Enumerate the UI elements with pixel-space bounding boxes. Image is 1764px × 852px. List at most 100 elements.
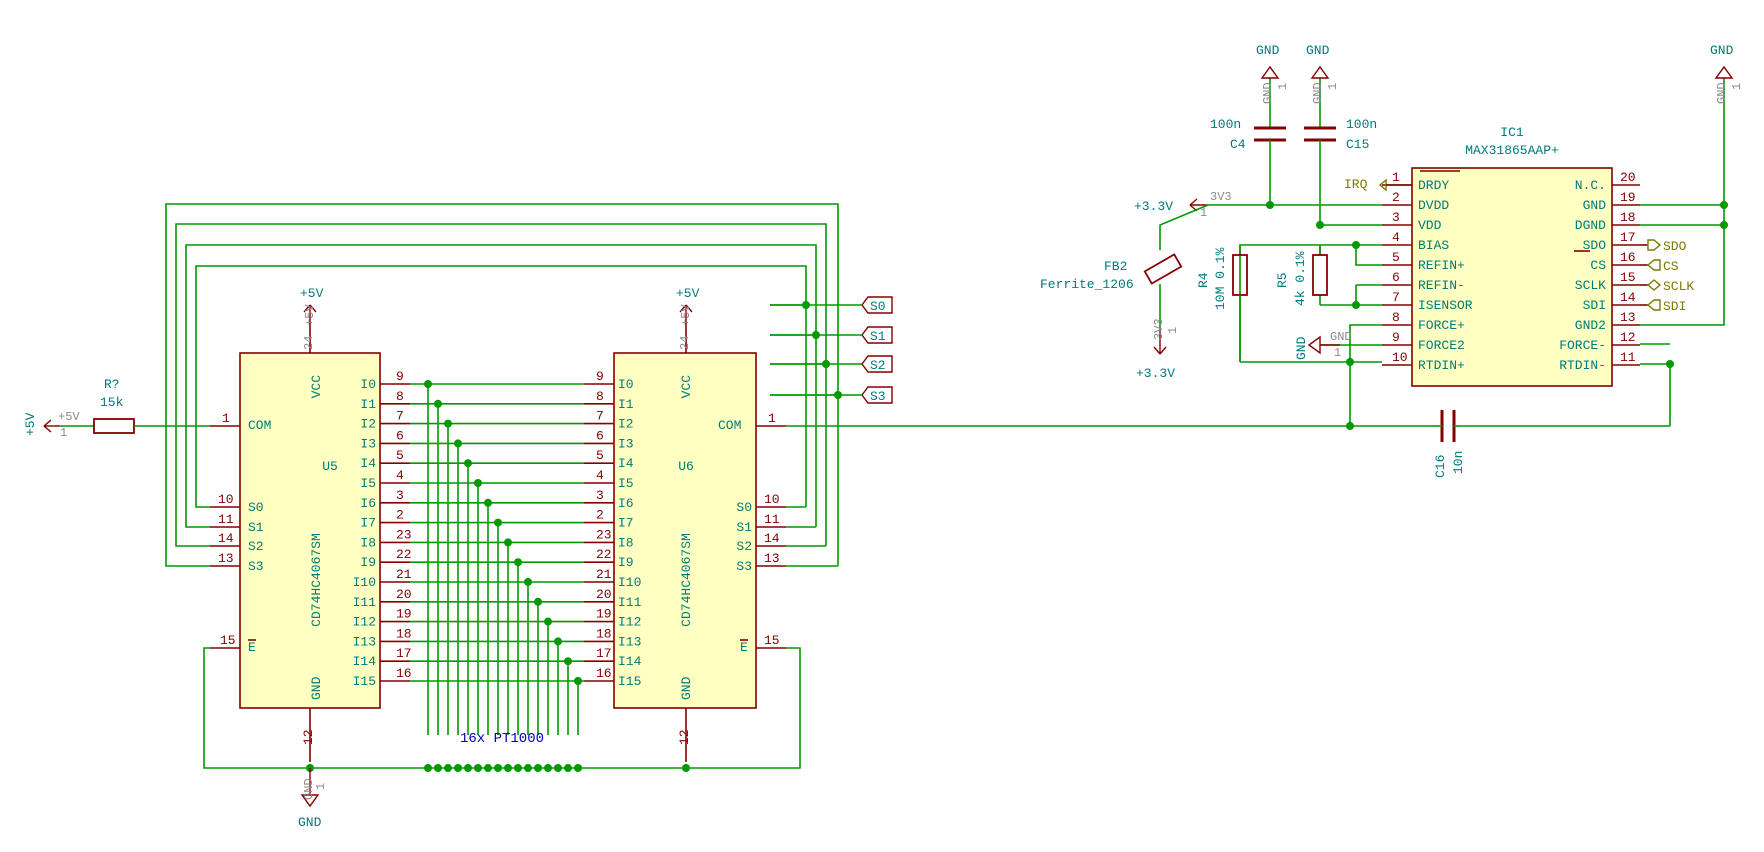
ic1-right-pin-name: GND2 xyxy=(1575,318,1606,333)
hier-label-flag xyxy=(861,355,893,373)
u6-i-label: I6 xyxy=(618,496,634,511)
resistor-r4[interactable]: R4 10M 0.1% xyxy=(1196,245,1248,362)
left-5v-pin-name: +5V xyxy=(58,410,80,424)
ic1-left-pin-name: REFIN- xyxy=(1418,278,1465,293)
ic1-left-pin-num: 7 xyxy=(1392,290,1400,305)
ic1-right-pin-num: 20 xyxy=(1620,170,1636,185)
u6-i-label: I15 xyxy=(618,674,641,689)
u6-gnd-label: GND xyxy=(679,676,694,700)
u6-i-pin: 20 xyxy=(596,587,612,602)
ic1-left-pin-name: FORCE+ xyxy=(1418,318,1465,333)
u5-enable-pin: 15 xyxy=(220,633,236,648)
u5-i-label: I11 xyxy=(353,595,377,610)
u6-s-pin: 13 xyxy=(764,551,780,566)
hier-label-flag xyxy=(861,296,893,314)
u6-s-pin: 10 xyxy=(764,492,780,507)
u5-i-pin: 19 xyxy=(396,607,412,622)
chip-u5[interactable]: VCC U5 CD74HC4067SM GND COM E S010S111S2… xyxy=(210,322,412,762)
gnd-top2-label: GND xyxy=(1306,43,1330,58)
gnd-top2-pin-name: GND xyxy=(1311,82,1325,104)
u6-s-pin: 11 xyxy=(764,512,780,527)
sensor-junction xyxy=(454,439,462,448)
u5-value: CD74HC4067SM xyxy=(309,533,324,627)
ic1-right-pin-name: DGND xyxy=(1575,218,1606,233)
ic1-left-pin-num: 9 xyxy=(1392,330,1400,345)
u5-s-label: S1 xyxy=(248,520,264,535)
ic1-right-pin-name: SDO xyxy=(1583,238,1607,253)
c4-ref: C4 xyxy=(1230,137,1246,152)
ic1-right-pin-name: N.C. xyxy=(1575,178,1606,193)
supply-3v3-bottom-pin-num: 1 xyxy=(1166,327,1180,334)
sensor-junction xyxy=(464,459,472,468)
u6-i-pin: 4 xyxy=(596,468,604,483)
u6-i-pin: 16 xyxy=(596,666,612,681)
sensor-junction xyxy=(524,578,532,586)
resistor-r5[interactable]: R5 4k 0.1% xyxy=(1275,245,1328,306)
signal-cs-label: CS xyxy=(1663,259,1679,274)
u5-gnd-label: GND xyxy=(309,676,324,700)
supply-3v3-pin-num: 1 xyxy=(1200,206,1207,220)
u5-s-label: S3 xyxy=(248,559,264,574)
u5-enable-label: E xyxy=(248,640,256,655)
ic1-left-pin-name: DRDY xyxy=(1418,178,1449,193)
u5-i-pin: 9 xyxy=(396,369,404,384)
ic1-right-pin-name: FORCE- xyxy=(1559,338,1606,353)
supply-3v3-label: +3.3V xyxy=(1134,199,1173,214)
r4-value: 10M 0.1% xyxy=(1213,247,1228,310)
hier-label-text: S2 xyxy=(870,358,886,373)
ic1-left-pin-name: FORCE2 xyxy=(1418,338,1465,353)
ic1-right-pin-num: 15 xyxy=(1620,270,1636,285)
sensor-junction xyxy=(514,558,522,567)
bottom-gnd-pin-num: 1 xyxy=(314,783,328,790)
u6-i-pin: 18 xyxy=(596,626,612,641)
capacitor-c4[interactable]: 100n C4 xyxy=(1210,78,1286,209)
u5-i-pin: 16 xyxy=(396,666,412,681)
u6-i-label: I13 xyxy=(618,634,641,649)
sensor-junction xyxy=(574,677,582,685)
u6-i-pin: 22 xyxy=(596,547,612,562)
ferrite-fb2[interactable]: FB2 Ferrite_1206 xyxy=(1040,204,1209,330)
gnd-top1-label: GND xyxy=(1256,43,1280,58)
ic1-right-pin-name: SCLK xyxy=(1575,278,1606,293)
c16-ref: C16 xyxy=(1433,455,1448,478)
ic1-right-pin-num: 17 xyxy=(1620,230,1636,245)
u5-i-label: I15 xyxy=(353,674,376,689)
capacitor-c15[interactable]: 100n C15 xyxy=(1304,78,1377,229)
u6-i-label: I14 xyxy=(618,654,642,669)
resistor-r-unknown[interactable]: R? 15k xyxy=(60,377,210,434)
chip-u6[interactable]: VCC U6 CD74HC4067SM GND COM E S010S111S2… xyxy=(584,322,786,762)
gnd-top2-pin-num: 1 xyxy=(1326,83,1340,90)
u5-i-label: I12 xyxy=(353,615,376,630)
u5-i-pin: 20 xyxy=(396,587,412,602)
u6-com-pin: 1 xyxy=(768,411,776,426)
sensor-junction xyxy=(424,380,432,388)
sensor-junction xyxy=(444,419,452,428)
gnd-top3-pin-name: GND xyxy=(1715,82,1729,104)
u6-ref: U6 xyxy=(678,459,694,474)
u5-s-pin: 13 xyxy=(218,551,234,566)
capacitor-c16[interactable]: C16 10n xyxy=(1433,410,1466,478)
fb2-ref: FB2 xyxy=(1104,259,1127,274)
u5-ref: U5 xyxy=(322,459,338,474)
signal-sclk-flag xyxy=(1646,279,1662,291)
fb2-value: Ferrite_1206 xyxy=(1040,277,1134,292)
hier-label-flag xyxy=(861,386,893,404)
u5-i-pin: 4 xyxy=(396,468,404,483)
signal-cs-flag xyxy=(1646,259,1661,271)
signal-sdo-label: SDO xyxy=(1663,239,1687,254)
enable-gnd-wires xyxy=(203,647,801,772)
u5-i-pin: 22 xyxy=(396,547,412,562)
sensor-bus-wires xyxy=(410,380,584,772)
left-5v-power-symbol: +5V +5V 1 xyxy=(23,410,80,440)
u6-i-label: I0 xyxy=(618,377,634,392)
chip-ic1[interactable]: IC1 MAX31865AAP+ 1DRDY2DVDD3VDD4BIAS5REF… xyxy=(1382,125,1640,387)
u5-i-label: I5 xyxy=(360,476,376,491)
com-line-wires xyxy=(786,360,1674,430)
u5-i-label: I4 xyxy=(360,456,376,471)
u6-gnd-pin: 12 xyxy=(677,729,692,745)
hier-label-flag xyxy=(861,326,893,344)
ic1-right-pin-num: 13 xyxy=(1620,310,1636,325)
sensor-array-label: 16x PT1000 xyxy=(460,731,544,747)
supply-3v3-bottom: +3.3V 3V3 1 xyxy=(1136,318,1180,381)
